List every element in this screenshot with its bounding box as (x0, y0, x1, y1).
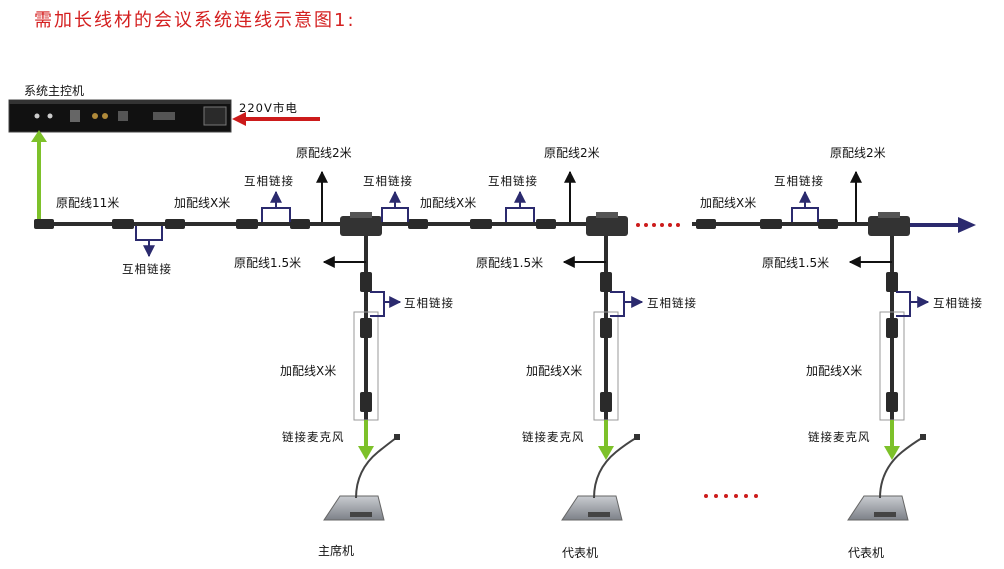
link-mic-label-1: 链接麦克风 (282, 430, 345, 444)
interlink-label-5: 互相链接 (774, 174, 824, 188)
orig-1-5m-label-1: 原配线1.5米 (234, 256, 302, 270)
interlink-label-8: 互相链接 (933, 296, 983, 310)
interlink-label-3: 互相链接 (363, 174, 413, 188)
trunk-connectors (34, 219, 838, 229)
green-arrows-mic (358, 420, 900, 460)
t-junction-1 (340, 212, 382, 236)
extend-label-6: 加配线X米 (806, 364, 863, 378)
branch-interlink-brackets (370, 291, 930, 317)
bottom-ellipsis-dots (704, 494, 758, 498)
trunk-ellipsis-dots (636, 223, 680, 227)
chairman-unit (323, 434, 400, 521)
orig-2m-arrows (316, 170, 862, 222)
branch-connectors (360, 272, 898, 412)
interlink-label-1: 互相链接 (122, 262, 172, 276)
link-mic-label-2: 链接麦克风 (522, 430, 585, 444)
orig-2m-label-3: 原配线2米 (830, 146, 886, 160)
orig-1-5m-label-3: 原配线1.5米 (762, 256, 830, 270)
extend-label-3: 加配线X米 (700, 196, 757, 210)
extend-label-2: 加配线X米 (420, 196, 477, 210)
page-title: 需加长线材的会议系统连线示意图1: (34, 10, 356, 31)
green-arrow-controller (31, 130, 47, 222)
delegate-label-2: 代表机 (848, 546, 885, 560)
orig-2m-label-1: 原配线2米 (296, 146, 352, 160)
chairman-label: 主席机 (318, 544, 355, 558)
interlink-bracket-bottom (135, 226, 163, 258)
interlink-label-2: 互相链接 (244, 174, 294, 188)
orig-2m-label-2: 原配线2米 (544, 146, 600, 160)
extend-label-5: 加配线X米 (526, 364, 583, 378)
interlink-bracket-top (261, 190, 819, 222)
orig-1-5m-label-2: 原配线1.5米 (476, 256, 544, 270)
delegate-unit-2 (847, 434, 926, 521)
orig-11m-label: 原配线11米 (56, 196, 120, 210)
interlink-label-7: 互相链接 (647, 296, 697, 310)
red-power-arrow (232, 112, 320, 126)
controller-unit (8, 99, 232, 133)
link-mic-label-3: 链接麦克风 (808, 430, 871, 444)
delegate-label-1: 代表机 (562, 546, 599, 560)
extend-label-1: 加配线X米 (174, 196, 231, 210)
interlink-label-4: 互相链接 (488, 174, 538, 188)
power-label: 220V市电 (239, 101, 298, 115)
delegate-unit-1 (561, 434, 640, 521)
extend-label-4: 加配线X米 (280, 364, 337, 378)
continue-arrow (910, 217, 976, 233)
controller-label: 系统主控机 (24, 84, 85, 98)
t-junction-3 (868, 212, 910, 236)
interlink-label-6: 互相链接 (404, 296, 454, 310)
t-junction-2 (586, 212, 628, 236)
